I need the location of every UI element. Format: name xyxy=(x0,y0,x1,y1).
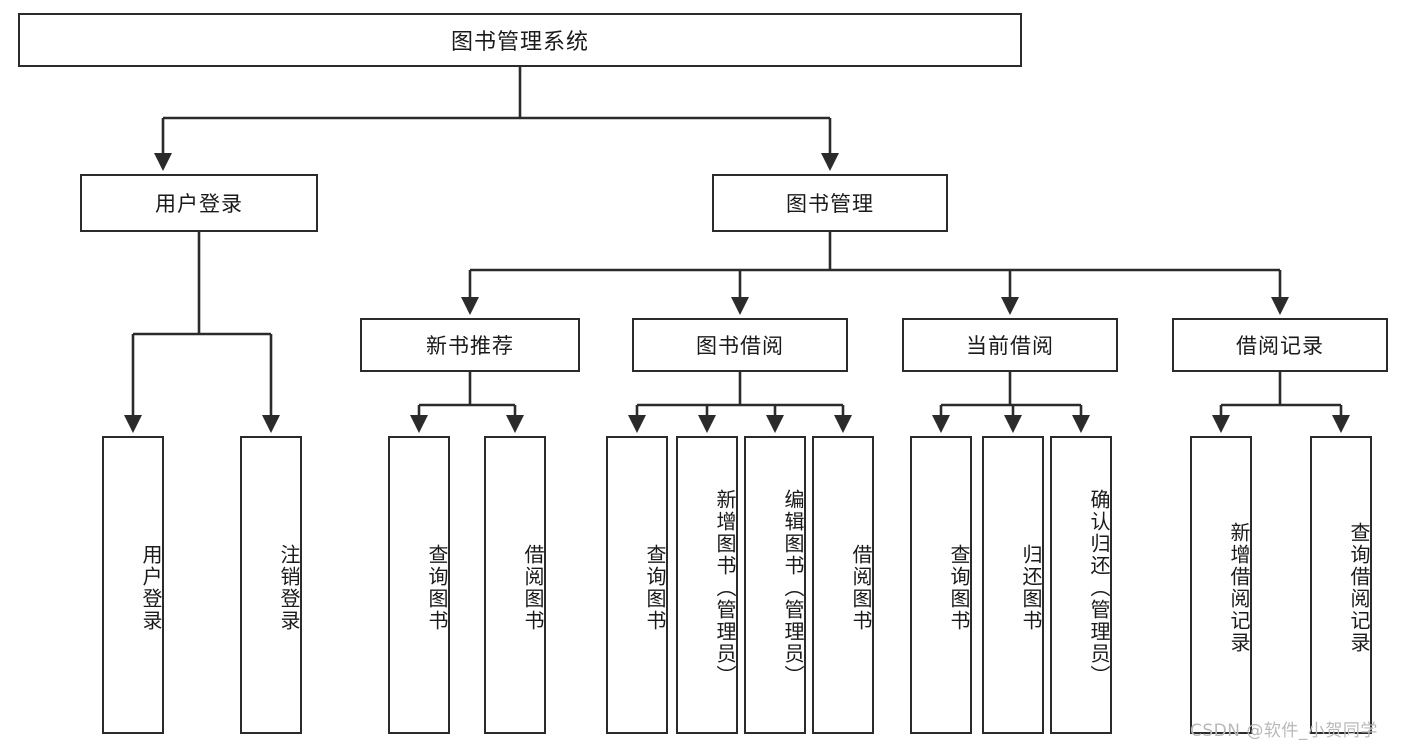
node-leaf-query-book-2-label: 查询图书 xyxy=(643,544,667,632)
node-leaf-borrow-book-2-label: 借阅图书 xyxy=(849,544,873,632)
node-leaf-query-book-3-label: 查询图书 xyxy=(947,544,971,632)
node-leaf-return-book[interactable]: 归还图书 xyxy=(982,436,1044,734)
node-leaf-return-book-label: 归还图书 xyxy=(1019,544,1043,632)
node-book-borrow[interactable]: 图书借阅 xyxy=(632,318,848,372)
csdn-watermark: CSDN @软件_小贺同学 xyxy=(1190,721,1378,741)
node-current-borrow-label: 当前借阅 xyxy=(966,334,1054,358)
node-leaf-add-book-label: 新增图书（管理员） xyxy=(713,489,737,687)
node-root[interactable]: 图书管理系统 xyxy=(18,13,1022,67)
node-leaf-confirm-return[interactable]: 确认归还（管理员） xyxy=(1050,436,1112,734)
node-leaf-borrow-book-1[interactable]: 借阅图书 xyxy=(484,436,546,734)
node-leaf-edit-book[interactable]: 编辑图书（管理员） xyxy=(744,436,806,734)
node-new-book-rec[interactable]: 新书推荐 xyxy=(360,318,580,372)
node-leaf-query-book-1-label: 查询图书 xyxy=(425,544,449,632)
node-leaf-borrow-book-1-label: 借阅图书 xyxy=(521,544,545,632)
node-new-book-rec-label: 新书推荐 xyxy=(426,334,514,358)
node-root-label: 图书管理系统 xyxy=(450,30,589,55)
node-leaf-edit-book-label: 编辑图书（管理员） xyxy=(781,489,805,687)
node-leaf-query-book-1[interactable]: 查询图书 xyxy=(388,436,450,734)
node-leaf-add-record[interactable]: 新增借阅记录 xyxy=(1190,436,1252,734)
node-leaf-query-record-label: 查询借阅记录 xyxy=(1347,522,1371,654)
node-leaf-query-book-3[interactable]: 查询图书 xyxy=(910,436,972,734)
node-user-login-label: 用户登录 xyxy=(155,192,243,216)
node-leaf-add-book[interactable]: 新增图书（管理员） xyxy=(676,436,738,734)
node-leaf-query-record[interactable]: 查询借阅记录 xyxy=(1310,436,1372,734)
node-borrow-record[interactable]: 借阅记录 xyxy=(1172,318,1388,372)
node-leaf-user-login-label: 用户登录 xyxy=(139,544,163,632)
node-borrow-record-label: 借阅记录 xyxy=(1236,334,1324,358)
node-leaf-logout-label: 注销登录 xyxy=(277,544,301,632)
node-current-borrow[interactable]: 当前借阅 xyxy=(902,318,1118,372)
node-leaf-query-book-2[interactable]: 查询图书 xyxy=(606,436,668,734)
node-user-login[interactable]: 用户登录 xyxy=(80,174,318,232)
node-leaf-user-login[interactable]: 用户登录 xyxy=(102,436,164,734)
node-book-manage-label: 图书管理 xyxy=(786,192,874,216)
node-leaf-add-record-label: 新增借阅记录 xyxy=(1227,522,1251,654)
node-leaf-logout[interactable]: 注销登录 xyxy=(240,436,302,734)
node-leaf-confirm-return-label: 确认归还（管理员） xyxy=(1087,489,1111,687)
node-book-borrow-label: 图书借阅 xyxy=(696,334,784,358)
node-book-manage[interactable]: 图书管理 xyxy=(712,174,948,232)
node-leaf-borrow-book-2[interactable]: 借阅图书 xyxy=(812,436,874,734)
